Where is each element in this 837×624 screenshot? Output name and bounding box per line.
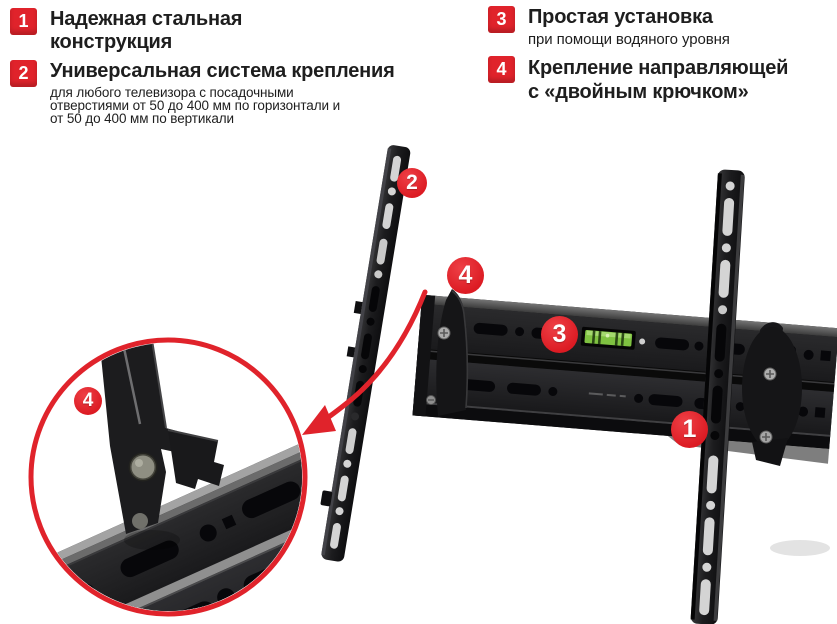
magnifier-inset (28, 337, 308, 617)
magnifier-arrow (302, 289, 428, 435)
plate-lower-slots (461, 379, 826, 419)
right-rail-slots (699, 181, 735, 616)
feature-4-title-line1: Крепление направляющей (528, 57, 789, 79)
feature-2-badge: 2 (10, 60, 37, 87)
inset-callout-marker-4: 4 (74, 387, 102, 415)
callout-marker-1: 1 (671, 411, 708, 448)
inset-double-hook (168, 430, 224, 489)
plate-pin-hole (639, 338, 646, 345)
right-tv-rail (690, 169, 745, 624)
inset-hook-arm (99, 343, 224, 534)
feature-2-desc-line2: отверстиями от 50 до 400 мм по горизонта… (50, 98, 341, 113)
screw (759, 430, 773, 444)
feature-4-title-line2: с «двойным крючком» (528, 81, 749, 103)
screw (426, 395, 436, 405)
brand-marking (588, 392, 626, 398)
feature-4: 4 Крепление направляющей с «двойным крюч… (488, 56, 788, 104)
feature-1-badge: 1 (10, 8, 37, 35)
feature-3-title: Простая установка (528, 6, 713, 28)
magnifier-ring (28, 337, 308, 617)
shadow (770, 540, 830, 556)
feature-2: 2 Универсальная система крепления для лю… (10, 60, 395, 125)
bubble-level (580, 326, 636, 350)
right-wall-bracket (742, 322, 802, 466)
feature-1-title-line2: конструкция (50, 31, 173, 53)
feature-3-desc: при помощи водяного уровня (528, 31, 730, 48)
plate-left-endcap (412, 294, 436, 417)
screw (437, 326, 451, 340)
callout-marker-4: 4 (447, 257, 484, 294)
feature-3: 3 Простая установка при помощи водяного … (488, 6, 730, 48)
feature-2-desc-line3: от 50 до 400 мм по вертикали (50, 111, 234, 126)
feature-1-title-line1: Надежная стальная (50, 8, 243, 30)
feature-2-desc-line1: для любого телевизора с посадочными (50, 85, 294, 100)
feature-1: 1 Надежная стальная конструкция (10, 8, 242, 54)
feature-2-title: Универсальная система крепления (50, 60, 395, 82)
screw (763, 367, 777, 381)
callout-marker-3: 3 (541, 316, 578, 353)
feature-3-badge: 3 (488, 6, 515, 33)
callout-marker-2: 2 (397, 168, 427, 198)
left-tv-rail (320, 145, 411, 562)
left-hook-bracket (426, 289, 469, 416)
feature-4-badge: 4 (488, 56, 515, 83)
